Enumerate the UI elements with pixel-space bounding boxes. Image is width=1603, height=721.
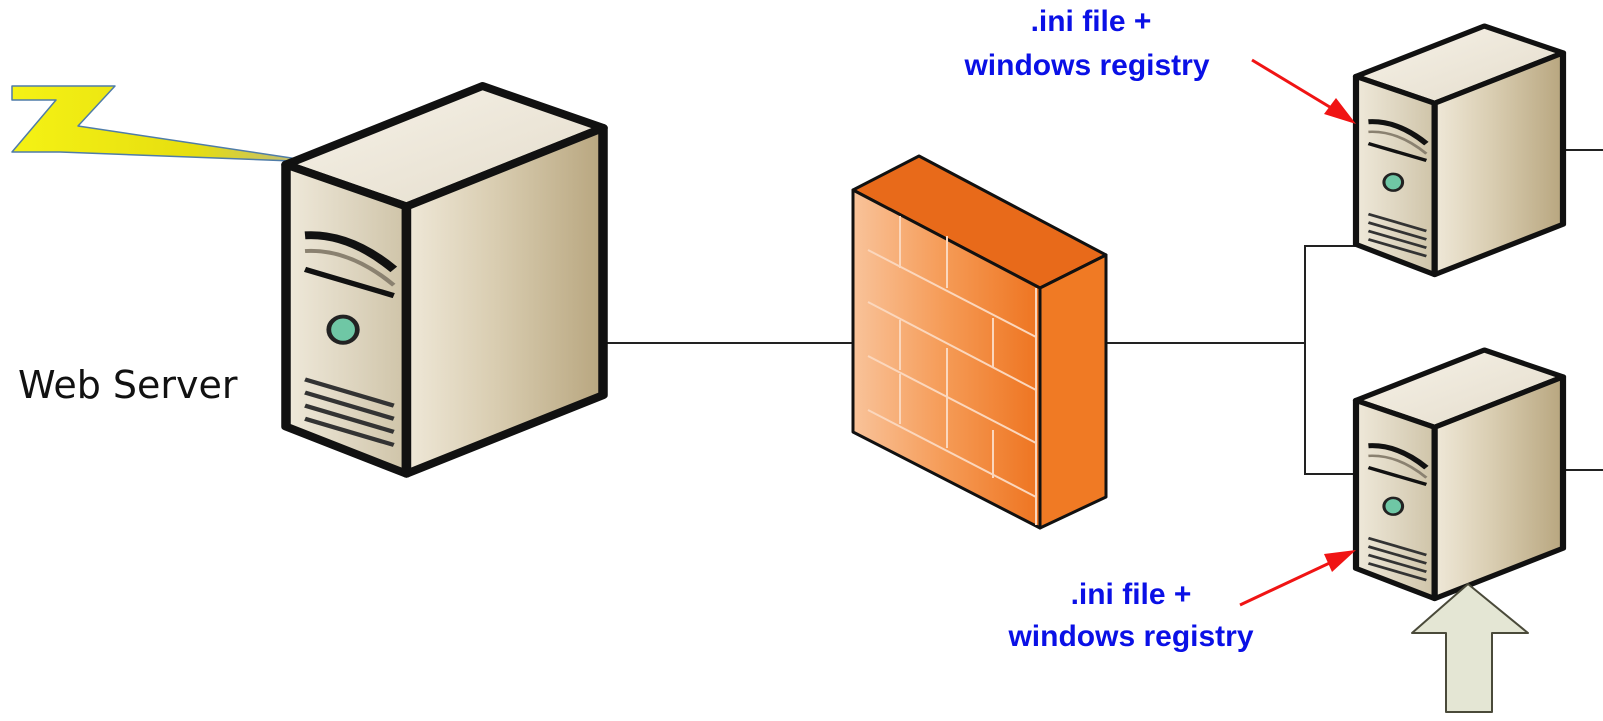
web-server-label: Web Server (18, 363, 238, 407)
link-junction-bottom-server (1304, 343, 1362, 475)
connector-lines (603, 149, 1603, 475)
server-tower-icon (1356, 350, 1563, 599)
server-tower-icon (1356, 26, 1563, 275)
top-right-server (1356, 26, 1563, 275)
top-annotation-line2: windows registry (963, 49, 1209, 82)
firewall-brick-wall-icon (851, 154, 1108, 530)
lightning-bolt-icon (11, 85, 319, 163)
bottom-annotation-line2: windows registry (1007, 620, 1253, 653)
bottom-annotation-arrow (1239, 550, 1356, 607)
bottom-annotation-line1: .ini file + (1071, 578, 1192, 611)
server-tower-icon (286, 86, 603, 474)
web-server (286, 86, 603, 474)
up-arrow-icon (1411, 583, 1529, 713)
top-annotation-arrow (1251, 58, 1356, 124)
top-annotation-line1: .ini file + (1031, 5, 1152, 38)
bottom-right-server (1356, 350, 1563, 599)
link-junction-top-server (1304, 245, 1362, 343)
